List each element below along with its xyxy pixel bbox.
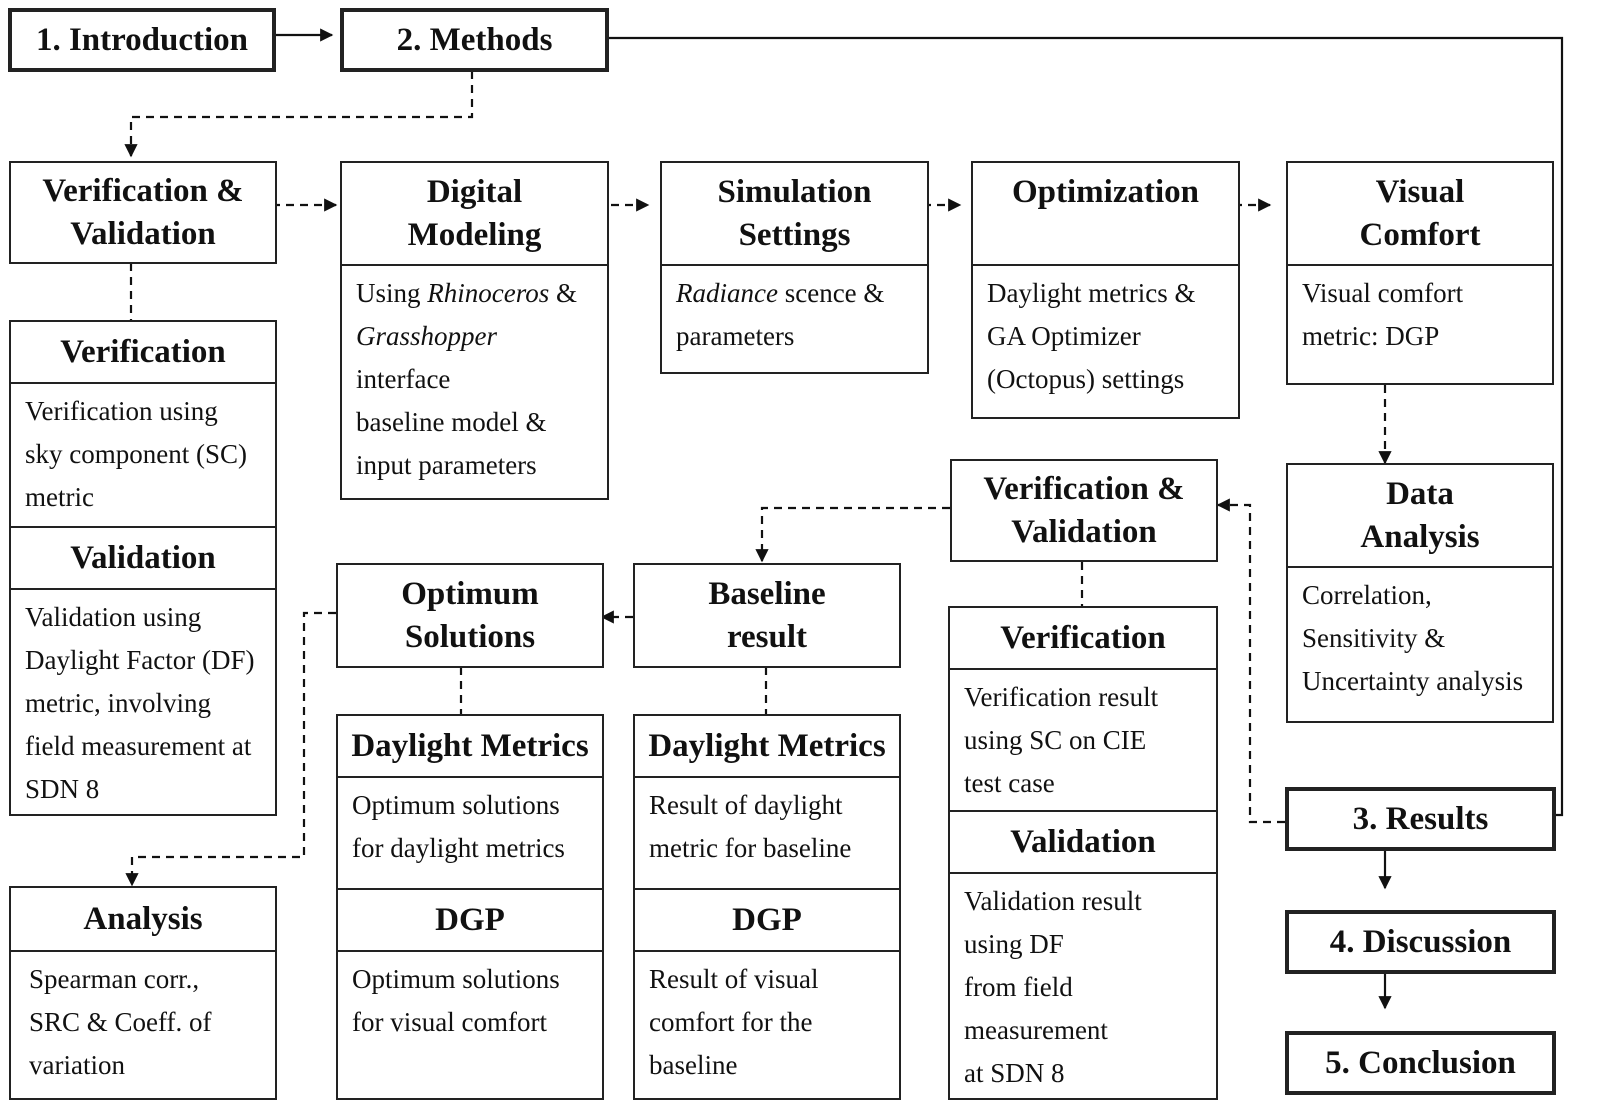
visual-comfort-body: Visual comfort metric: DGP: [1302, 278, 1464, 351]
data-analysis-box: Data Analysis Correlation, Sensitivity &…: [1286, 463, 1554, 723]
simulation-settings-body: Radiance scence & parameters: [676, 272, 921, 358]
verification-body: Verification using sky component (SC) me…: [25, 396, 247, 512]
optimum-dgp-box: DGP Optimum solutions for visual comfort: [336, 888, 604, 1100]
optimization-box: Optimization Daylight metrics & GA Optim…: [971, 161, 1240, 419]
optimum-solutions-box: Optimum Solutions: [336, 563, 604, 668]
verification-box: Verification Verification using sky comp…: [9, 320, 277, 528]
text-run: Grasshopper: [356, 321, 498, 351]
vv-methods-title: Verification & Validation: [42, 172, 244, 252]
baseline-dgp-box: DGP Result of visual comfort for the bas…: [633, 888, 901, 1100]
text-run: parameters: [676, 321, 795, 351]
results-label: 3. Results: [1352, 800, 1489, 837]
validation-result-title: Validation: [1010, 823, 1156, 860]
methods-box: 2. Methods: [340, 8, 609, 72]
results-box: 3. Results: [1285, 787, 1556, 851]
visual-comfort-title: Visual Comfort: [1359, 173, 1481, 253]
vv-results-box: Verification & Validation: [950, 459, 1218, 562]
validation-body: Validation using Daylight Factor (DF) me…: [25, 602, 255, 804]
arrow-methods-to-vv: [124, 71, 474, 158]
digital-modeling-body: Using Rhinoceros & Grasshopper interface…: [356, 272, 601, 487]
baseline-daylight-title: Daylight Metrics: [648, 727, 886, 764]
validation-result-body: Validation result using DF from field me…: [964, 886, 1142, 1088]
text-run: Using: [356, 278, 428, 308]
conclusion-box: 5. Conclusion: [1285, 1031, 1556, 1095]
verification-result-body: Verification result using SC on CIE test…: [964, 682, 1159, 798]
validation-result-box: Validation Validation result using DF fr…: [948, 810, 1218, 1100]
methods-label: 2. Methods: [396, 21, 553, 58]
introduction-box: 1. Introduction: [8, 8, 276, 72]
introduction-label: 1. Introduction: [35, 21, 249, 58]
analysis-title: Analysis: [83, 900, 203, 937]
simulation-settings-title: Simulation Settings: [717, 173, 872, 253]
data-analysis-body: Correlation, Sensitivity & Uncertainty a…: [1302, 580, 1524, 696]
optimum-daylight-body: Optimum solutions for daylight metrics: [352, 790, 565, 863]
arrow-results-to-vv: [1216, 498, 1285, 824]
baseline-dgp-body: Result of visual comfort for the baselin…: [649, 964, 819, 1080]
digital-modeling-title: Digital Modeling: [407, 173, 542, 253]
optimum-solutions-title: Optimum Solutions: [401, 575, 539, 655]
text-run: interface: [356, 364, 451, 394]
verification-result-box: Verification Verification result using S…: [948, 606, 1218, 812]
analysis-box: Analysis Spearman corr., SRC & Coeff. of…: [9, 886, 277, 1100]
optimum-dgp-body: Optimum solutions for visual comfort: [352, 964, 560, 1037]
vv-methods-box: Verification & Validation: [9, 161, 277, 264]
baseline-daylight-box: Daylight Metrics Result of daylight metr…: [633, 714, 901, 890]
visual-comfort-box: Visual Comfort Visual comfort metric: DG…: [1286, 161, 1554, 385]
text-run: &: [549, 278, 578, 308]
verification-title: Verification: [60, 333, 226, 370]
optimization-title: Optimization: [1012, 173, 1199, 210]
discussion-box: 4. Discussion: [1285, 910, 1556, 974]
text-run: scence &: [777, 278, 885, 308]
data-analysis-title: Data Analysis: [1360, 475, 1480, 555]
text-run: Rhinoceros: [427, 278, 550, 308]
verification-result-title: Verification: [1000, 619, 1166, 656]
analysis-body: Spearman corr., SRC & Coeff. of variatio…: [29, 964, 212, 1080]
arrow-vv-to-baseline: [755, 506, 950, 563]
text-run: Radiance: [676, 278, 778, 308]
validation-box: Validation Validation using Daylight Fac…: [9, 526, 277, 816]
text-run: baseline model &: [356, 407, 547, 437]
discussion-label: 4. Discussion: [1329, 923, 1512, 960]
optimum-daylight-box: Daylight Metrics Optimum solutions for d…: [336, 714, 604, 890]
validation-title: Validation: [70, 539, 216, 576]
simulation-settings-box: Simulation Settings Radiance scence & pa…: [660, 161, 929, 374]
digital-modeling-box: Digital Modeling Using Rhinoceros & Gras…: [340, 161, 609, 500]
baseline-result-box: Baseline result: [633, 563, 901, 668]
optimum-daylight-title: Daylight Metrics: [351, 727, 589, 764]
optimization-body: Daylight metrics & GA Optimizer (Octopus…: [987, 278, 1196, 394]
baseline-daylight-body: Result of daylight metric for baseline: [649, 790, 852, 863]
baseline-result-title: Baseline result: [708, 575, 826, 655]
arrow-optimum-to-analysis: [125, 611, 336, 887]
vv-results-title: Verification & Validation: [983, 470, 1185, 550]
baseline-dgp-title: DGP: [732, 901, 802, 938]
conclusion-label: 5. Conclusion: [1325, 1044, 1516, 1081]
optimum-dgp-title: DGP: [435, 901, 505, 938]
text-run: input parameters: [356, 450, 537, 480]
